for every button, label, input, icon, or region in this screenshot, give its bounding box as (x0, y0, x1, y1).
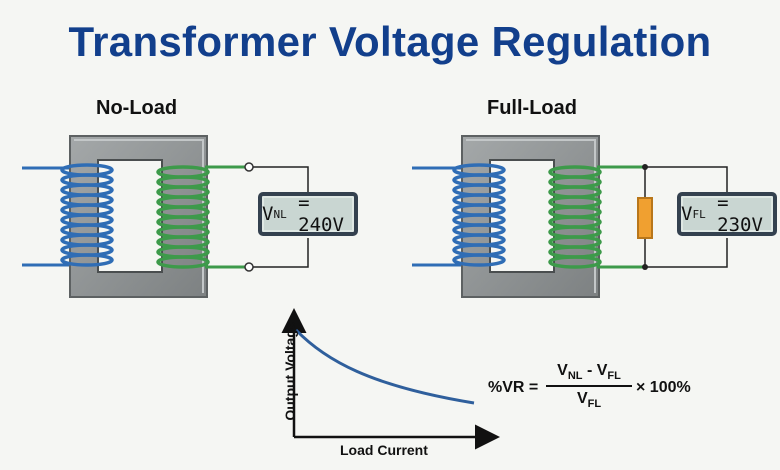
no-load-label: No-Load (96, 97, 178, 119)
formula-numerator: VNL - VFL (546, 362, 632, 388)
y-axis-label: Output Voltage (282, 321, 298, 421)
full-load-transformer (412, 135, 728, 298)
terminal-top (244, 162, 254, 172)
numerator-operator: - (582, 362, 597, 379)
load-resistor (637, 197, 653, 239)
x-axis-label: Load Current (340, 442, 428, 458)
formula-lhs: %VR = (488, 379, 539, 396)
numerator-term-b: V (596, 362, 608, 379)
no-load-transformer (22, 135, 309, 298)
voltmeter-subscript: FL (692, 207, 706, 221)
formula-rhs: × 100% (636, 379, 691, 396)
page-title: Transformer Voltage Regulation (68, 18, 712, 65)
primary-coil (60, 163, 114, 267)
formula-fraction: VNL - VFL VFL (546, 362, 632, 410)
secondary-coil (156, 165, 210, 269)
voltmeter-subscript: NL (273, 207, 287, 221)
voltage-curve (294, 328, 475, 405)
terminal-bottom (244, 262, 254, 272)
denominator-term: V (576, 390, 588, 408)
numerator-term-a: V (557, 362, 568, 379)
voltmeter-reading: = 240V (298, 192, 344, 236)
regulation-graph (281, 308, 500, 450)
numerator-term-a-sub: NL (567, 370, 583, 383)
voltmeter-symbol: V (681, 203, 693, 225)
voltmeter-symbol: V (262, 203, 274, 225)
numerator-term-b-sub: FL (607, 370, 621, 383)
formula-denominator: VFL (546, 387, 632, 410)
full-load-label: Full-Load (487, 97, 577, 119)
voltmeter-reading: = 230V (717, 192, 763, 236)
denominator-term-sub: FL (587, 398, 602, 411)
